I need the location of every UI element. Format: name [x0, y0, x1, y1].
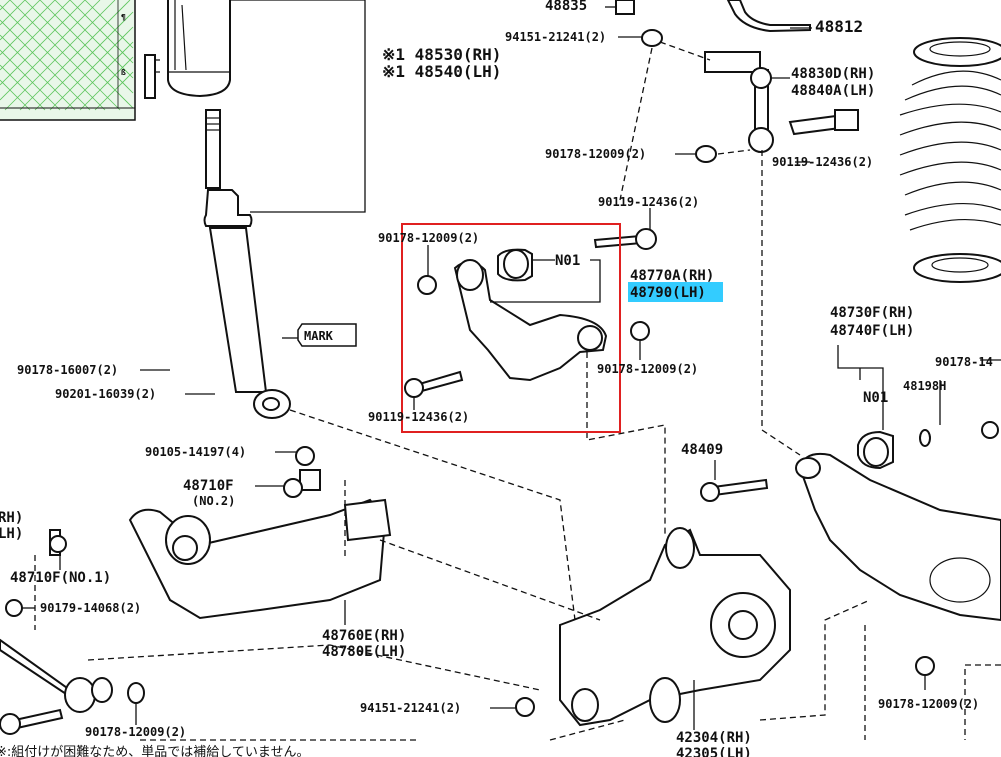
label-n01-box[interactable]: N01 — [555, 253, 580, 269]
highlight-box — [401, 223, 621, 433]
mark-tag — [297, 323, 357, 347]
label-90119-box[interactable]: 90119-12436(2) — [598, 195, 699, 209]
svg-text:¶: ¶ — [121, 13, 126, 22]
dashed-guides — [34, 41, 1001, 741]
label-90178-box[interactable]: 90178-12009(2) — [378, 231, 479, 245]
label-mark: MARK — [304, 329, 334, 343]
label-48812[interactable]: 48812 — [815, 17, 863, 36]
label-90201[interactable]: 90201-16039(2) — [55, 387, 156, 401]
label-48780e[interactable]: 48780E(LH) — [322, 644, 406, 660]
footnote-text: ※:組付けが困難なため、単品では補給していません。 — [0, 744, 310, 757]
label-94151-bottom[interactable]: 94151-21241(2) — [360, 701, 461, 715]
label-90178-14[interactable]: 90178-14 — [935, 355, 993, 369]
label-48790[interactable]: 48790(LH) — [630, 285, 706, 301]
label-90178-16007[interactable]: 90178-16007(2) — [17, 363, 118, 377]
label-42305[interactable]: 42305(LH) — [676, 746, 752, 757]
label-48530[interactable]: ※1 48530(RH) — [382, 45, 501, 64]
lower-control-arm-illustration — [5, 446, 392, 620]
label-90178-bottom-right[interactable]: 90178-12009(2) — [878, 697, 979, 711]
knuckle-illustration — [515, 478, 935, 727]
label-90178-bottom[interactable]: 90178-12009(2) — [85, 725, 186, 739]
label-42304[interactable]: 42304(RH) — [676, 730, 752, 746]
label-n01-right[interactable]: N01 — [863, 390, 888, 406]
svg-text:ß: ß — [121, 68, 126, 77]
label-90178-top[interactable]: 90178-12009(2) — [545, 147, 646, 161]
label-no2: (NO.2) — [192, 494, 235, 508]
label-lh-fragment: LH) — [0, 526, 23, 542]
trailing-arm-illustration — [795, 421, 1001, 622]
label-48198h[interactable]: 48198H — [903, 379, 946, 393]
label-90179[interactable]: 90179-14068(2) — [40, 601, 141, 615]
label-48730f[interactable]: 48730F(RH) — [830, 305, 914, 321]
toe-control-rod-illustration — [0, 638, 145, 735]
label-48740f[interactable]: 48740F(LH) — [830, 323, 914, 339]
label-48770a[interactable]: 48770A(RH) — [630, 268, 714, 284]
shock-absorber-illustration — [144, 0, 291, 419]
label-48830d[interactable]: 48830D(RH) — [791, 66, 875, 82]
label-48710f-no1[interactable]: 48710F(NO.1) — [10, 570, 111, 586]
upper-control-arm-illustration — [404, 228, 657, 398]
inset-map: ¶ ß — [0, 0, 136, 121]
label-90119-box-bottom[interactable]: 90119-12436(2) — [368, 410, 469, 424]
stabilizer-bar-illustration — [615, 0, 859, 163]
label-rh-fragment: RH) — [0, 510, 23, 526]
label-48760e[interactable]: 48760E(RH) — [322, 628, 406, 644]
label-48840a[interactable]: 48840A(LH) — [791, 83, 875, 99]
label-94151-top[interactable]: 94151-21241(2) — [505, 30, 606, 44]
label-90105[interactable]: 90105-14197(4) — [145, 445, 246, 459]
label-90178-box-right[interactable]: 90178-12009(2) — [597, 362, 698, 376]
part-highlight-bg — [628, 282, 723, 302]
label-90119-top[interactable]: 90119-12436(2) — [772, 155, 873, 169]
leader-lines — [22, 6, 1001, 730]
label-48409[interactable]: 48409 — [681, 442, 723, 458]
coil-spring-illustration — [899, 37, 1001, 283]
label-48835[interactable]: 48835 — [545, 0, 587, 14]
label-48710f[interactable]: 48710F — [183, 478, 234, 494]
label-48540[interactable]: ※1 48540(LH) — [382, 62, 501, 81]
